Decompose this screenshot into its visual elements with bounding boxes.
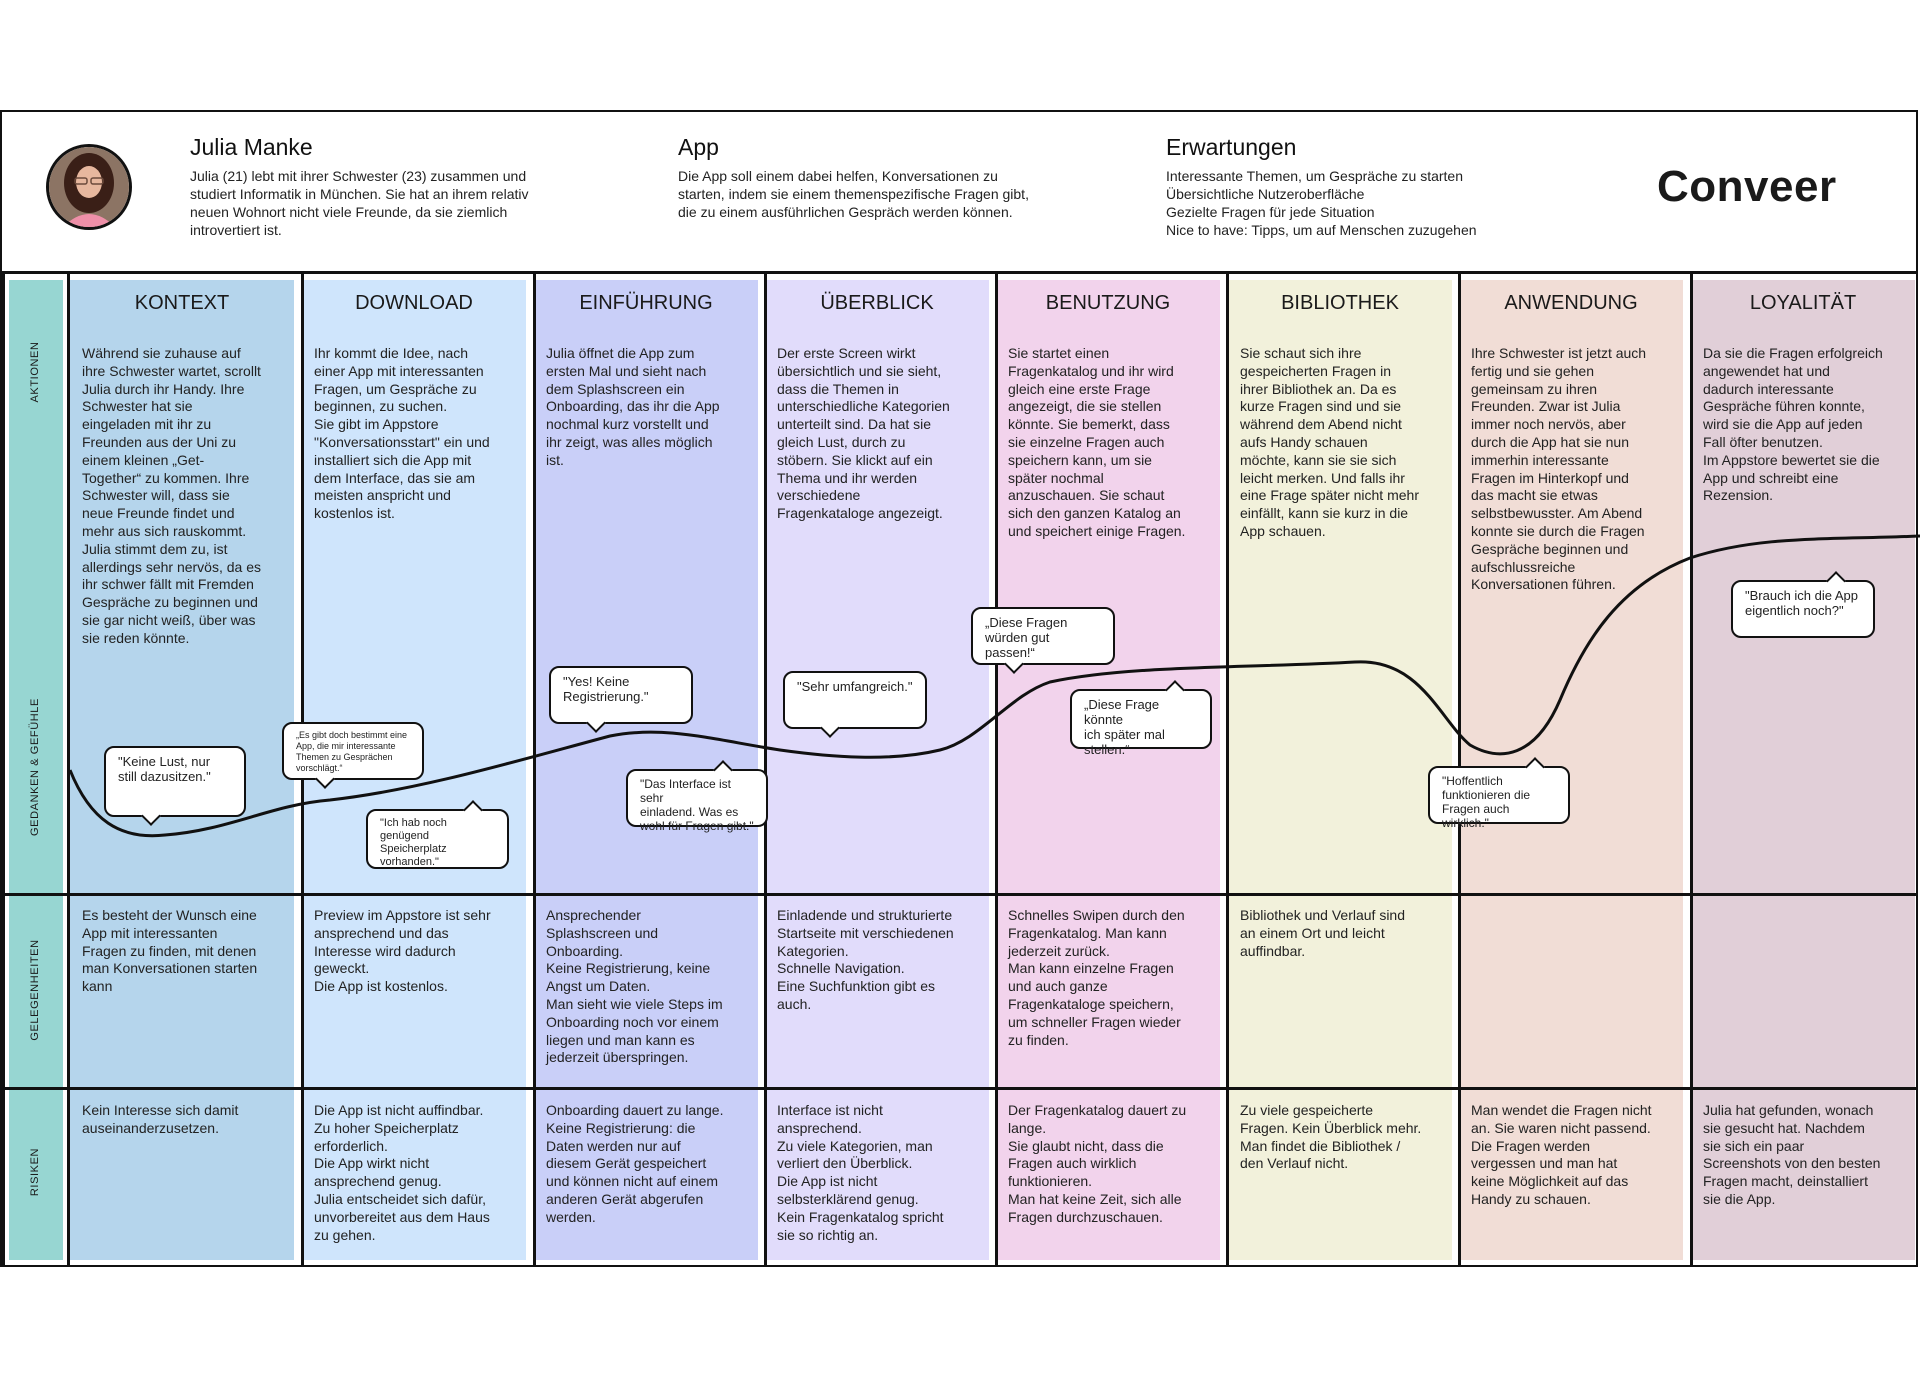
phase-column-5 <box>996 280 1220 1260</box>
thought-bubble: "Keine Lust, nur still dazusitzen." <box>104 746 246 826</box>
phase-title: BIBLIOTHEK <box>1281 292 1399 314</box>
cell-actions: Sie schaut sich ihre gespeicherten Frage… <box>1240 345 1419 539</box>
bubble-text: "Das Interface ist sehr einladend. Was e… <box>640 777 754 833</box>
divider-opportunities <box>2 1087 1916 1090</box>
bubble-text: "Yes! Keine Registrierung." <box>563 674 649 704</box>
persona-header: Julia Manke Julia (21) lebt mit ihrer Sc… <box>2 112 1916 274</box>
persona-block: Julia Manke Julia (21) lebt mit ihrer Sc… <box>190 134 529 239</box>
thought-bubble: "Das Interface ist sehr einladend. Was e… <box>626 760 768 833</box>
expectations-title: Erwartungen <box>1166 134 1297 160</box>
phase-title: ANWENDUNG <box>1504 292 1638 314</box>
cell-actions: Ihre Schwester ist jetzt auch fertig und… <box>1471 345 1647 593</box>
bubble-text: „Diese Frage könnte ich später mal stell… <box>1084 697 1165 757</box>
cell-actions: Der erste Screen wirkt übersichtlich und… <box>777 345 950 522</box>
cell-opportunities: Schnelles Swipen durch den Fragenkatalog… <box>1008 907 1185 1048</box>
divider-labels <box>67 271 70 1267</box>
cell-actions: Da sie die Fragen erfolgreich angewendet… <box>1703 345 1883 504</box>
divider-phase-3 <box>764 271 767 1267</box>
bubble-text: "Keine Lust, nur still dazusitzen." <box>118 754 211 784</box>
bubble-text: "Ich hab noch genügend Speicherplatz vor… <box>380 817 447 868</box>
divider-phase-7 <box>1690 271 1693 1267</box>
divider-phase-4 <box>995 271 998 1267</box>
phase-title: BENUTZUNG <box>1045 292 1171 314</box>
thought-bubble: „Diese Frage könnte ich später mal stell… <box>1070 680 1212 757</box>
cell-opportunities: Es besteht der Wunsch eine App mit inter… <box>82 907 258 995</box>
cell-opportunities: Preview im Appstore ist sehr ansprechend… <box>314 907 491 995</box>
cell-actions: Ihr kommt die Idee, nach einer App mit i… <box>314 345 490 522</box>
app-title: App <box>678 134 719 160</box>
phase-title: ÜBERBLICK <box>820 292 934 314</box>
thought-bubble: "Ich hab noch genügend Speicherplatz vor… <box>366 800 509 869</box>
phase-title: EINFÜHRUNG <box>579 292 713 314</box>
cell-risks: Kein Interesse sich damit auseinanderzus… <box>82 1102 239 1136</box>
phase-title: KONTEXT <box>134 292 230 314</box>
cell-actions: Julia öffnet die App zum ersten Mal und … <box>546 345 720 468</box>
phase-column-8 <box>1691 280 1915 1260</box>
phase-title: LOYALITÄT <box>1749 292 1857 314</box>
cell-risks: Onboarding dauert zu lange. Keine Regist… <box>546 1102 724 1225</box>
expectations-list: Interessante Themen, um Gespräche zu sta… <box>1166 168 1477 238</box>
app-block: App Die App soll einem dabei helfen, Kon… <box>678 134 1029 221</box>
cell-opportunities: Bibliothek und Verlauf sind an einem Ort… <box>1240 907 1405 959</box>
cell-opportunities: Ansprechender Splashscreen und Onboardin… <box>546 907 723 1066</box>
divider-thoughts <box>2 893 1916 896</box>
thought-bubble: "Brauch ich die App eigentlich noch?" <box>1731 571 1875 638</box>
thought-bubble: "Yes! Keine Registrierung." <box>549 666 693 733</box>
persona-avatar <box>46 144 132 230</box>
bubble-text: „Diese Fragen würden gut passen!“ <box>985 615 1068 660</box>
divider-phase-2 <box>533 271 536 1267</box>
cell-actions: Sie startet einen Fragenkatalog und ihr … <box>1008 345 1186 539</box>
bubble-text: "Sehr umfangreich." <box>797 679 913 694</box>
cell-opportunities: Einladende und strukturierte Startseite … <box>777 907 954 1012</box>
app-description: Die App soll einem dabei helfen, Konvers… <box>678 168 1029 220</box>
phase-column-6 <box>1228 280 1452 1260</box>
bubble-text: „Es gibt doch bestimmt eine App, die mir… <box>296 730 408 773</box>
cell-risks: Man wendet die Fragen nicht an. Sie ware… <box>1471 1102 1652 1207</box>
phase-column-4 <box>765 280 989 1260</box>
thought-bubble: „Diese Fragen würden gut passen!“ <box>971 607 1115 674</box>
expectations-block: Erwartungen Interessante Themen, um Gesp… <box>1166 134 1477 239</box>
cell-risks: Zu viele gespeicherte Fragen. Kein Überb… <box>1240 1102 1422 1172</box>
persona-name: Julia Manke <box>190 134 313 160</box>
thought-bubble: "Sehr umfangreich." <box>783 671 927 738</box>
journey-grid: KONTEXT Während sie zuhause auf ihre Schw… <box>2 2 1916 1269</box>
cell-risks: Die App ist nicht auffindbar. Zu hoher S… <box>314 1102 490 1243</box>
journey-map: Julia Manke Julia (21) lebt mit ihrer Sc… <box>0 110 1918 1267</box>
phase-title: DOWNLOAD <box>355 292 473 314</box>
brand-logo: Conveer <box>1657 162 1837 211</box>
cell-risks: Interface ist nicht ansprechend. Zu viel… <box>777 1102 944 1243</box>
divider-title-row <box>2 271 1916 274</box>
cell-risks: Julia hat gefunden, wonach sie gesucht h… <box>1703 1102 1881 1207</box>
thought-bubble: "Hoffentlich funktionieren die Fragen au… <box>1428 757 1570 830</box>
persona-photo <box>49 147 129 227</box>
row-label-column <box>9 280 63 1260</box>
cell-risks: Der Fragenkatalog dauert zu lange. Sie g… <box>1008 1102 1187 1225</box>
thought-bubble: „Es gibt doch bestimmt eine App, die mir… <box>282 722 424 789</box>
emotion-curve <box>68 534 1920 838</box>
divider-left <box>2 271 5 1267</box>
cell-actions: Während sie zuhause auf ihre Schwester w… <box>82 345 261 646</box>
divider-phase-5 <box>1226 271 1229 1267</box>
bubble-text: "Brauch ich die App eigentlich noch?" <box>1745 588 1859 618</box>
persona-description: Julia (21) lebt mit ihrer Schwester (23)… <box>190 168 529 238</box>
bubble-text: "Hoffentlich funktionieren die Fragen au… <box>1442 774 1531 830</box>
